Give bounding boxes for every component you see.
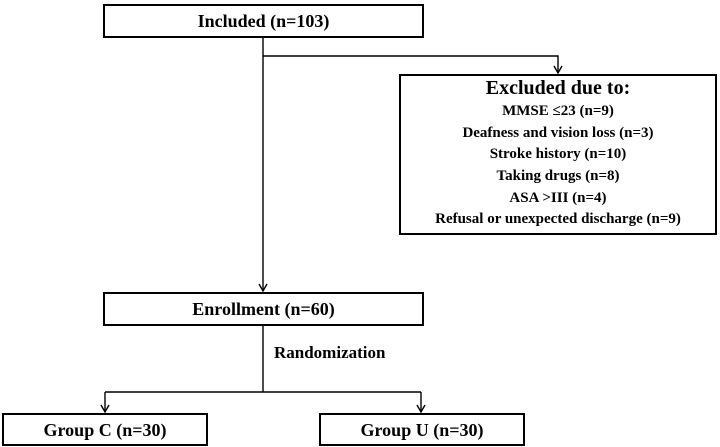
randomization-label: Randomization [274, 343, 386, 362]
excluded-box: Excluded due to: MMSE ≤23 (n=9) Deafness… [399, 74, 717, 235]
enrollment-label: Enrollment (n=60) [192, 299, 335, 319]
exclusion-reason-refusal: Refusal or unexpected discharge (n=9) [435, 211, 681, 228]
group-c-box: Group C (n=30) [2, 413, 208, 446]
arrow-to-excluded [263, 55, 563, 75]
exclusion-reason-stroke: Stroke history (n=10) [489, 146, 627, 163]
group-u-box: Group U (n=30) [319, 413, 525, 446]
included-box: Included (n=103) [103, 4, 424, 38]
exclusion-reasons-list: MMSE ≤23 (n=9) Deafness and vision loss … [435, 101, 681, 231]
enrollment-box: Enrollment (n=60) [103, 292, 424, 326]
exclusion-reason-mmse: MMSE ≤23 (n=9) [502, 103, 614, 120]
exclusion-reason-asa: ASA >III (n=4) [509, 189, 607, 206]
included-label: Included (n=103) [197, 11, 330, 31]
excluded-title: Excluded due to: [485, 77, 631, 100]
exclusion-reason-drugs: Taking drugs (n=8) [496, 168, 620, 184]
exclusion-reason-deafness: Deafness and vision loss (n=3) [462, 124, 654, 141]
group-c-label: Group C (n=30) [43, 419, 167, 440]
group-u-label: Group U (n=30) [360, 419, 484, 440]
